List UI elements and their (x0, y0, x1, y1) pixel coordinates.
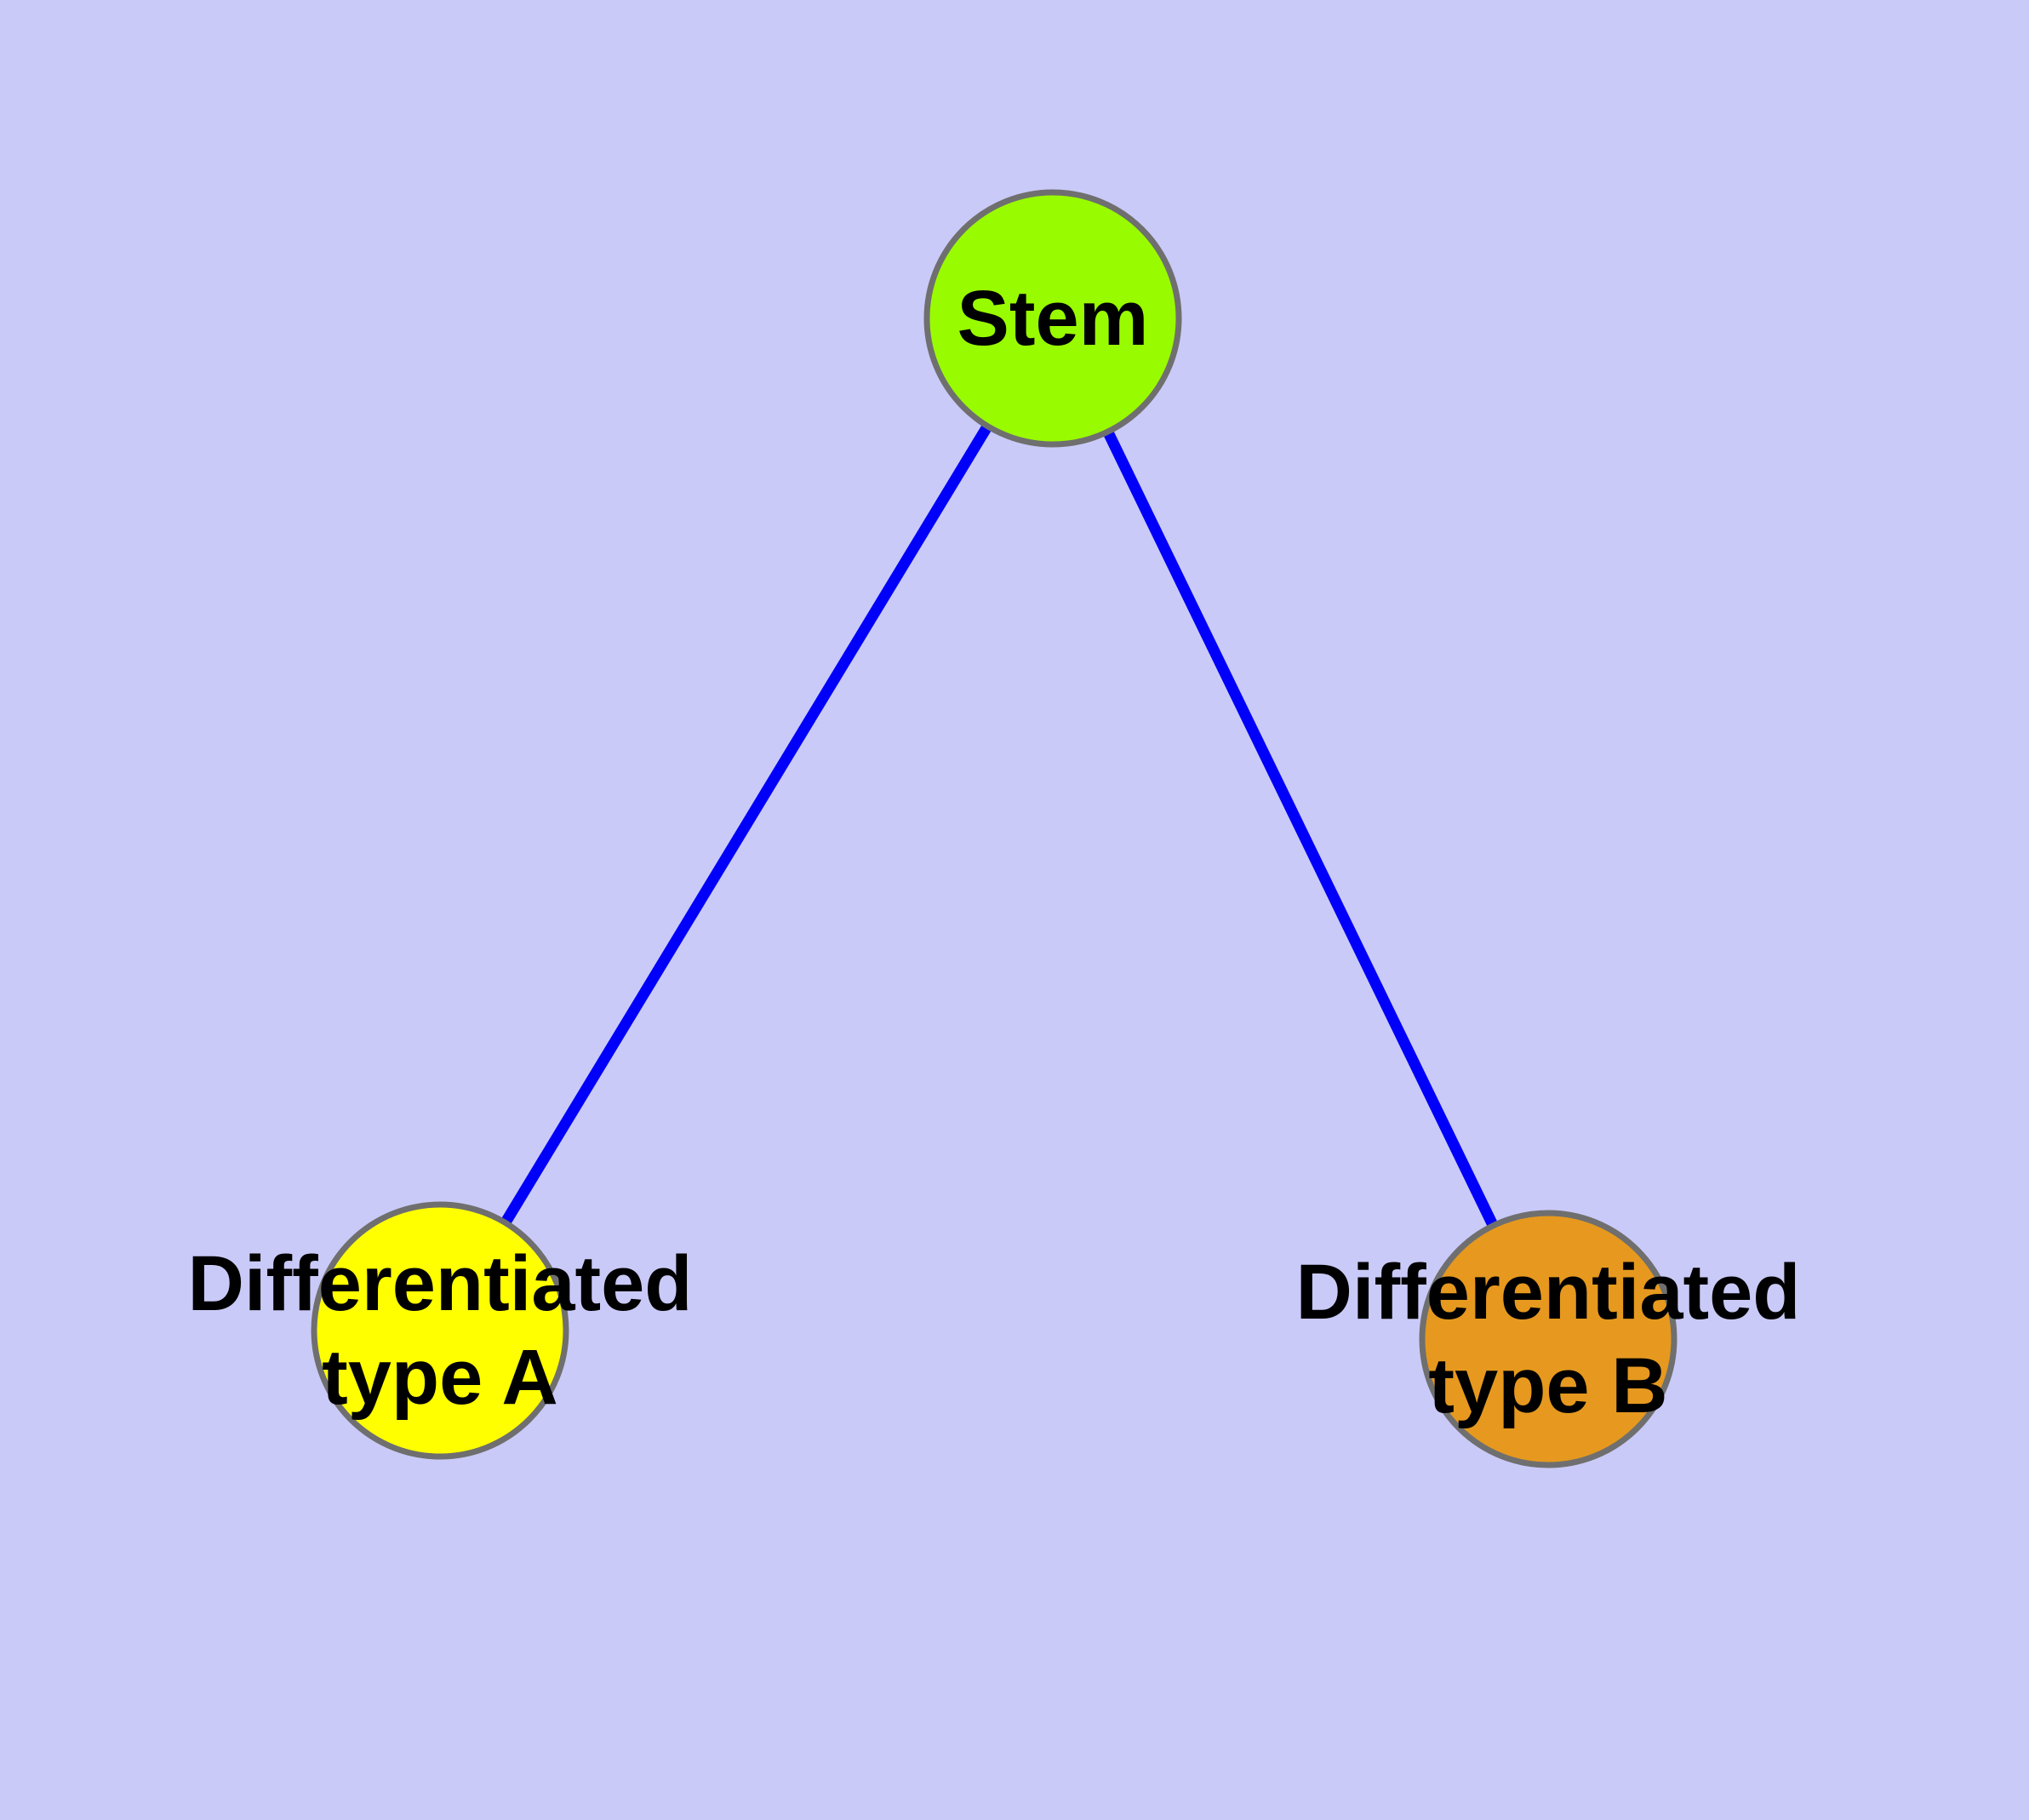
node-stem[interactable] (923, 189, 1182, 448)
edge-stem-to-type-b[interactable] (1048, 316, 1553, 1342)
node-type-a[interactable] (311, 1201, 569, 1460)
node-type-b[interactable] (1419, 1210, 1677, 1468)
edge-stem-to-type-a[interactable] (435, 315, 1058, 1334)
